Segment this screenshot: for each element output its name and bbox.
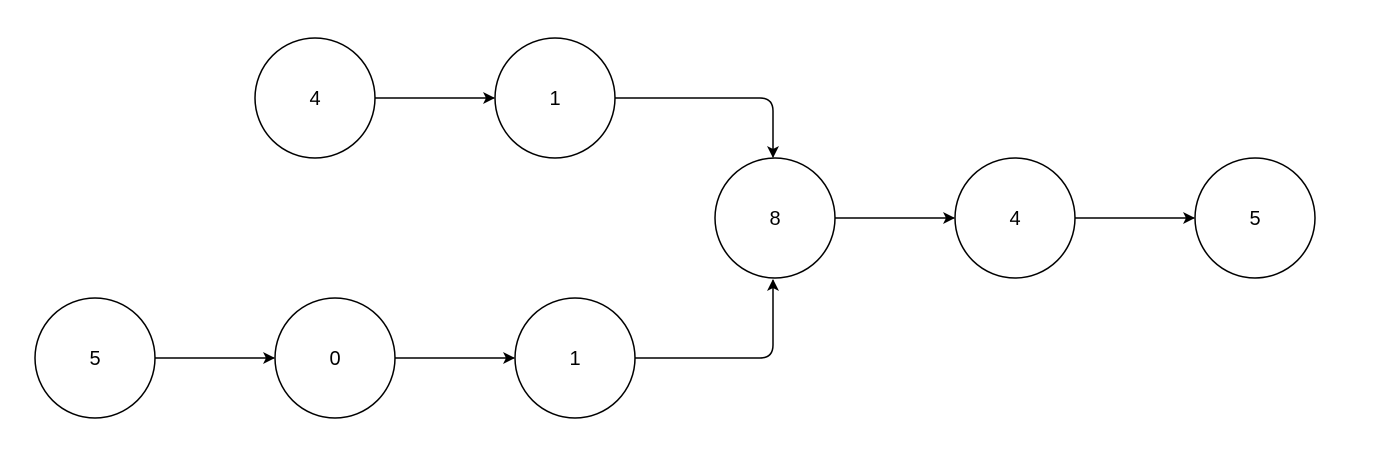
node-circle — [494, 37, 616, 159]
list-node-c2: 4 — [954, 157, 1076, 279]
edge-a2-c1 — [615, 97, 779, 158]
list-node-a1: 4 — [254, 37, 376, 159]
list-node-b1: 5 — [34, 297, 156, 419]
node-label: 8 — [769, 208, 780, 230]
node-circle — [514, 297, 636, 419]
list-node-b3: 1 — [514, 297, 636, 419]
node-label: 5 — [89, 348, 100, 370]
list-node-a2: 1 — [494, 37, 616, 159]
node-label: 0 — [329, 348, 340, 370]
list-node-b2: 0 — [274, 297, 396, 419]
node-circle — [254, 37, 376, 159]
node-circle — [1194, 157, 1316, 279]
node-circle — [714, 157, 836, 279]
node-label: 4 — [1009, 208, 1020, 230]
node-label: 4 — [309, 88, 320, 110]
list-node-c3: 5 — [1194, 157, 1316, 279]
node-label: 1 — [569, 348, 580, 370]
list-node-c1: 8 — [714, 157, 836, 279]
node-circle — [34, 297, 156, 419]
edge-b3-c1 — [635, 279, 779, 359]
node-label: 1 — [549, 88, 560, 110]
node-label: 5 — [1249, 208, 1260, 230]
nodes: 4 1 8 4 5 5 0 1 — [34, 37, 1316, 419]
node-circle — [954, 157, 1076, 279]
edges — [155, 92, 1195, 364]
node-circle — [274, 297, 396, 419]
